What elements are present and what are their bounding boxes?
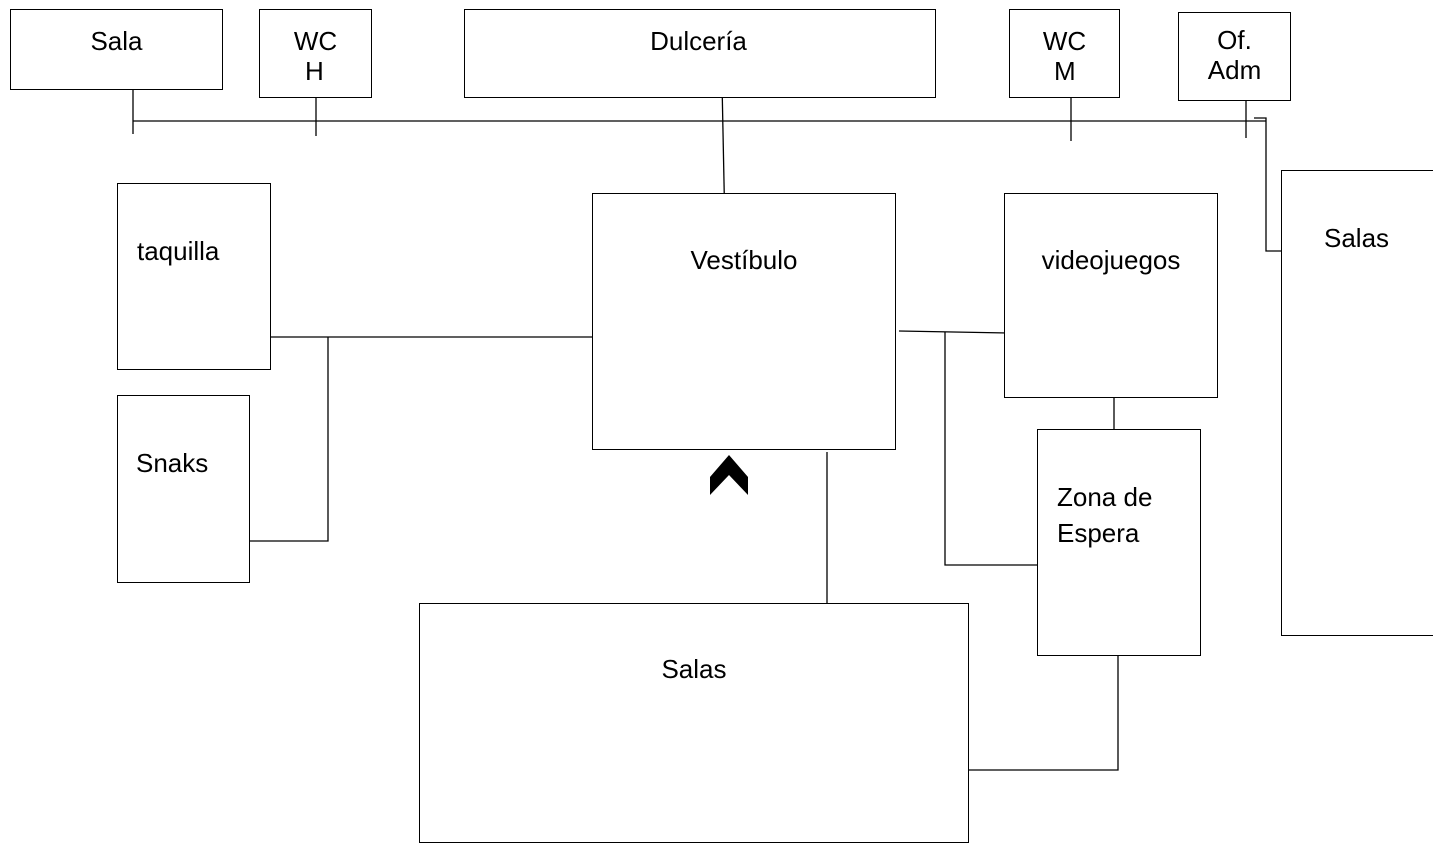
room-videojuegos: videojuegos <box>1004 193 1218 398</box>
room-label-zona-espera-line1: Zona de <box>1057 482 1153 512</box>
room-label-snaks: Snaks <box>136 448 209 478</box>
room-vestibulo: Vestíbulo <box>592 193 896 450</box>
chevron-up-icon <box>710 455 748 495</box>
room-label-salas-bottom: Salas <box>661 654 727 684</box>
connection-lines <box>132 78 1282 771</box>
room-taquilla: taquilla <box>117 183 271 370</box>
room-label-of-adm-line2: Adm <box>1207 55 1262 85</box>
salas-right-connector <box>1254 117 1282 252</box>
room-label-dulceria: Dulcería <box>650 26 747 56</box>
zona-espera-connector <box>944 332 1038 566</box>
snaks-connector <box>250 337 329 542</box>
room-salas-bottom: Salas <box>419 603 969 843</box>
room-label-taquilla: taquilla <box>137 236 220 266</box>
room-label-wc-m-line1: WC <box>1042 26 1087 56</box>
room-label-zona-espera-line2: Espera <box>1057 518 1140 548</box>
room-label-wc-h-line2: H <box>305 56 324 86</box>
room-zona-espera: Zona de Espera <box>1037 429 1201 656</box>
room-of-adm: Of. Adm <box>1178 12 1291 101</box>
room-dulceria: Dulcería <box>464 9 936 98</box>
room-label-salas-right: Salas <box>1324 223 1390 253</box>
room-label-wc-h-line1: WC <box>293 26 338 56</box>
room-wc-m: WC M <box>1009 9 1120 98</box>
room-sala: Sala <box>10 9 223 90</box>
room-label-videojuegos: videojuegos <box>1041 245 1181 275</box>
room-label-wc-m-line2: M <box>1054 56 1076 86</box>
zona-salas-connector <box>967 655 1119 771</box>
vestibulo-videojuegos-connector <box>898 330 1009 334</box>
room-snaks: Snaks <box>117 395 250 583</box>
room-wc-h: WC H <box>259 9 372 98</box>
room-salas-right: Salas <box>1281 170 1433 636</box>
room-label-of-adm-line1: Of. <box>1217 25 1252 55</box>
room-label-vestibulo: Vestíbulo <box>690 245 798 275</box>
room-label-sala: Sala <box>90 26 143 56</box>
